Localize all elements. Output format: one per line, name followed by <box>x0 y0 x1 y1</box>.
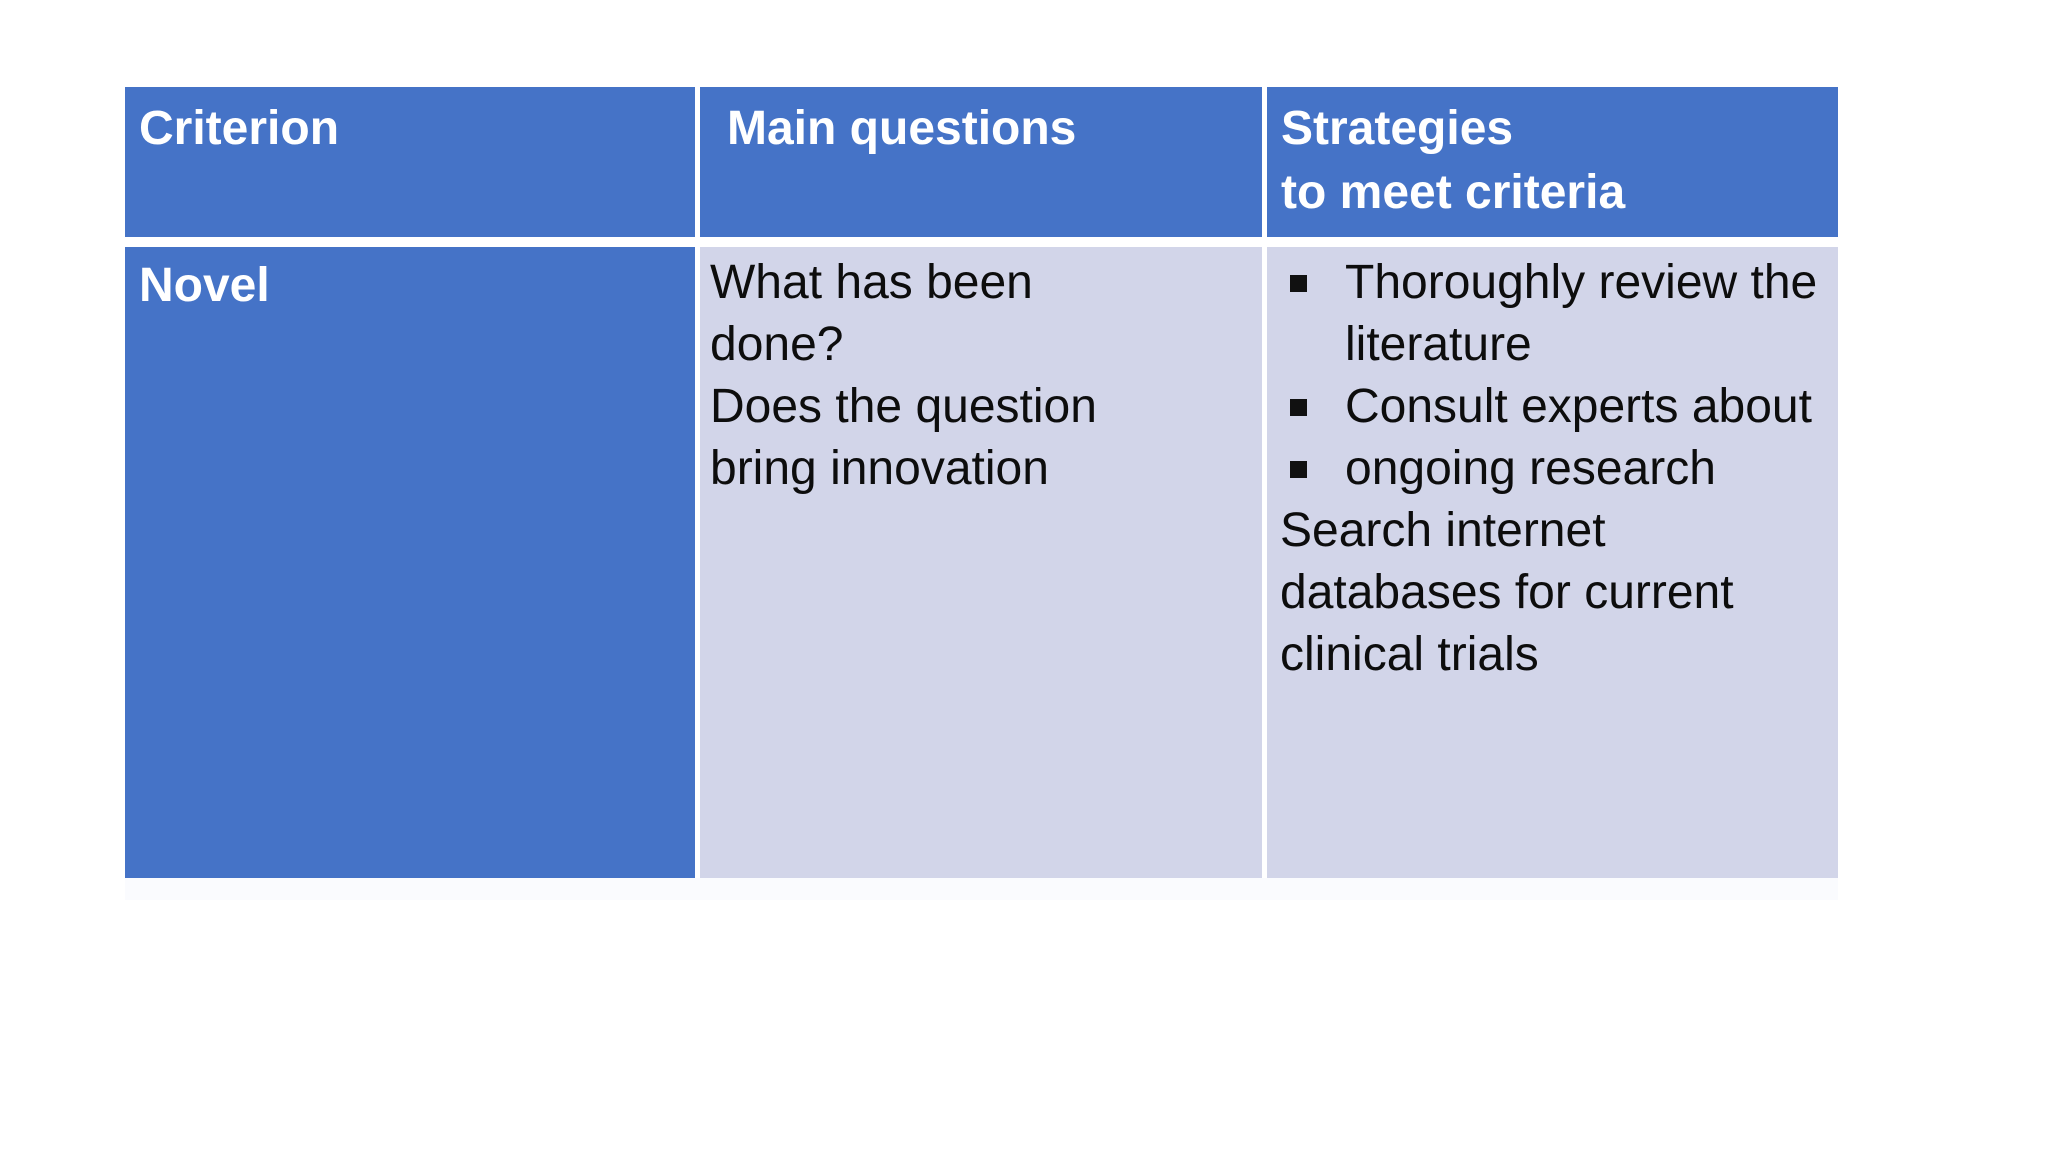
list-item: Consult experts about <box>1280 376 1826 438</box>
cell-criterion-novel: Novel <box>125 247 695 878</box>
list-item: ongoing research <box>1280 438 1826 500</box>
header-cell-criterion: Criterion <box>125 87 695 237</box>
square-bullet-icon <box>1290 399 1307 416</box>
criterion-label: Novel <box>139 259 270 312</box>
header-cell-main-questions: Main questions <box>700 87 1262 237</box>
header-label-criterion: Criterion <box>139 102 340 155</box>
table-bottom-fringe <box>125 878 1838 900</box>
square-bullet-icon <box>1290 275 1307 292</box>
header-label-main-questions: Main questions <box>727 102 1077 155</box>
bullet-text: Consult experts about <box>1345 380 1812 433</box>
square-bullet-icon <box>1290 461 1307 478</box>
bullet-text: ongoing research <box>1345 442 1716 495</box>
